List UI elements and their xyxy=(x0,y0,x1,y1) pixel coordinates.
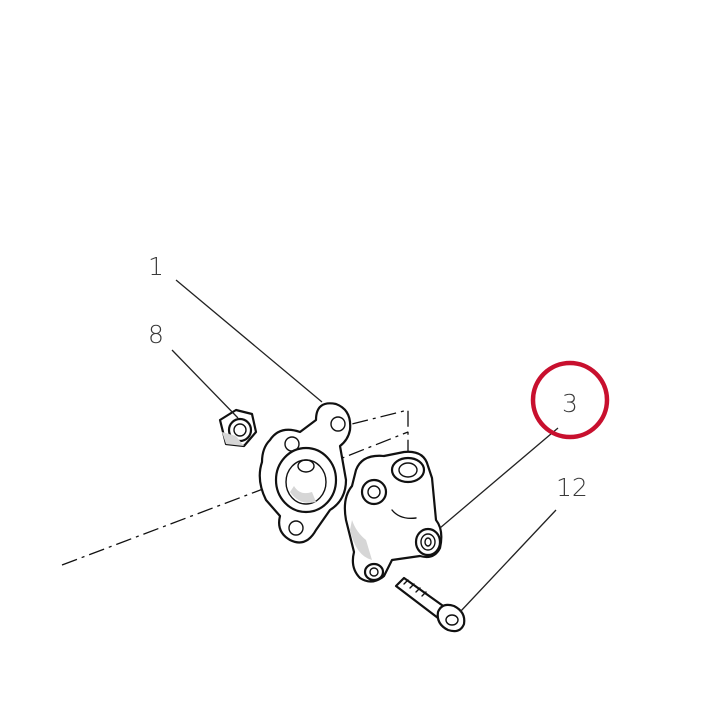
highlight-circle xyxy=(530,360,610,440)
part-8-nut[interactable] xyxy=(218,408,258,448)
callout-8-label: 8 xyxy=(148,320,164,349)
part-3-valve-body[interactable] xyxy=(343,450,443,583)
leader-1 xyxy=(175,279,323,403)
callout-3-label: 3 xyxy=(562,389,578,418)
part-12-bolt[interactable] xyxy=(394,576,466,633)
leader-12 xyxy=(459,509,557,613)
leader-3 xyxy=(439,427,559,529)
leader-lines xyxy=(171,279,559,613)
callout-1-label: 1 xyxy=(148,252,164,281)
leader-8 xyxy=(171,349,239,419)
callout-12-label: 12 xyxy=(556,473,588,502)
part-1-flange[interactable] xyxy=(258,402,352,544)
